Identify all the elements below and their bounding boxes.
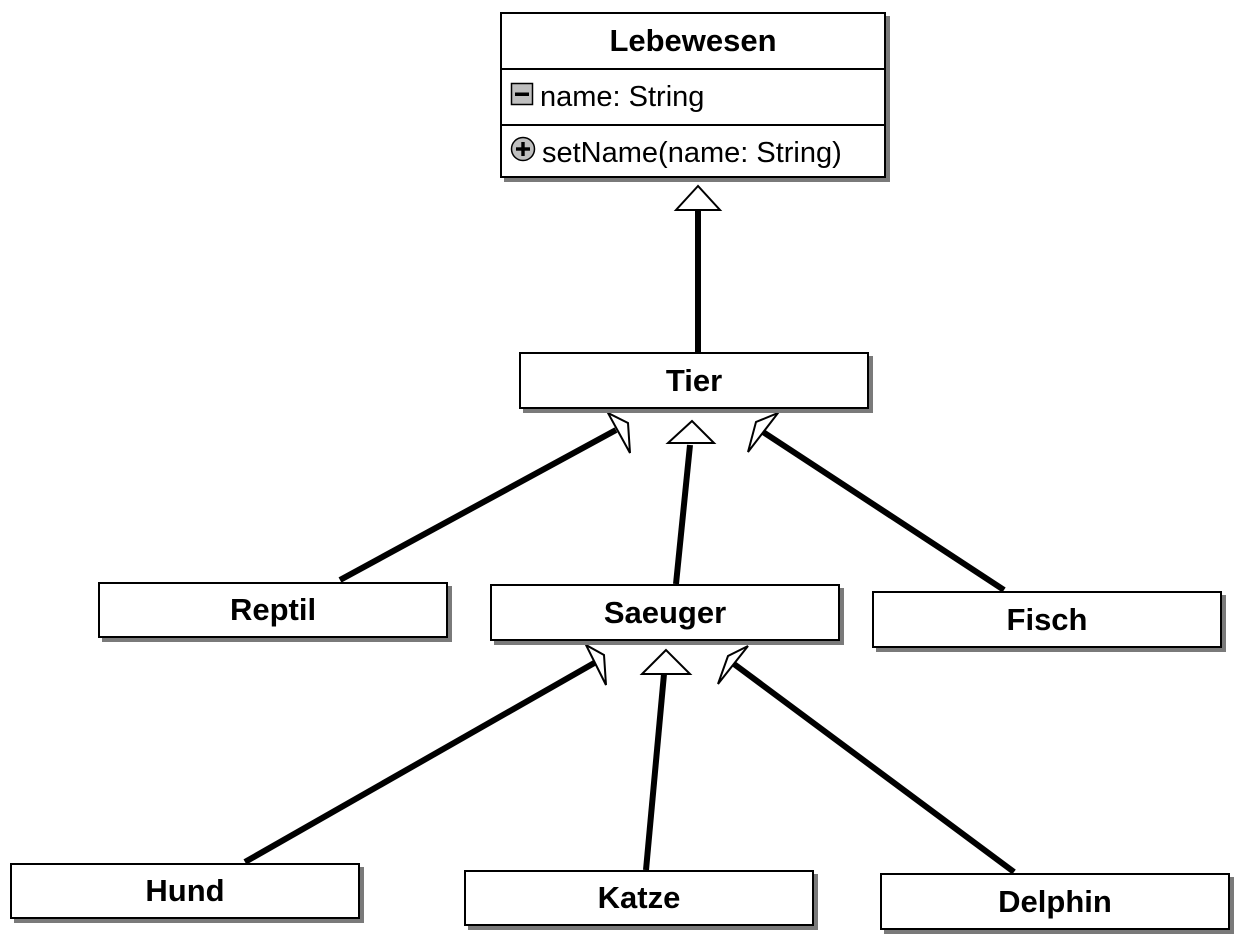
edge-reptil-tier <box>338 410 631 583</box>
class-delphin[interactable]: Delphin <box>880 873 1230 930</box>
attribute-text: name: String <box>540 80 705 113</box>
class-name: Fisch <box>1006 601 1088 637</box>
class-lebewesen[interactable]: Lebewesen name: String setName(name: Str… <box>500 12 886 178</box>
class-name: Tier <box>665 362 723 398</box>
class-name: Delphin <box>998 883 1112 919</box>
generalization-arrowhead <box>583 642 607 686</box>
class-name: Reptil <box>229 592 317 627</box>
class-name: Lebewesen <box>609 23 777 58</box>
edge-saeuger-tier <box>665 419 717 585</box>
edge-hund-saeuger <box>243 642 607 865</box>
class-hund[interactable]: Hund <box>10 863 360 919</box>
class-saeuger[interactable]: Saeuger <box>490 584 840 641</box>
class-fisch[interactable]: Fisch <box>872 591 1222 648</box>
attribute-row[interactable]: name: String <box>502 68 884 124</box>
class-tier[interactable]: Tier <box>519 352 869 409</box>
edge-katze-saeuger <box>639 648 693 871</box>
public-plus-icon <box>510 136 536 170</box>
class-katze[interactable]: Katze <box>464 870 814 926</box>
edge-delphin-saeuger <box>717 645 1016 875</box>
generalization-arrowhead <box>673 184 723 211</box>
generalization-arrowhead <box>717 645 749 685</box>
edge-fisch-tier <box>747 410 1006 593</box>
class-name: Saeuger <box>603 594 727 630</box>
edge-tier-lebewesen <box>673 184 723 352</box>
operation-text: setName(name: String) <box>542 136 842 169</box>
operation-row[interactable]: setName(name: String) <box>502 124 884 180</box>
generalization-arrowhead <box>639 648 693 675</box>
generalization-arrowhead <box>665 419 717 444</box>
generalization-arrowhead <box>605 410 631 454</box>
class-reptil[interactable]: Reptil <box>98 582 448 638</box>
class-name: Hund <box>145 873 225 908</box>
generalization-arrowhead <box>747 410 782 453</box>
private-minus-icon <box>510 81 534 114</box>
class-name: Katze <box>597 880 681 915</box>
